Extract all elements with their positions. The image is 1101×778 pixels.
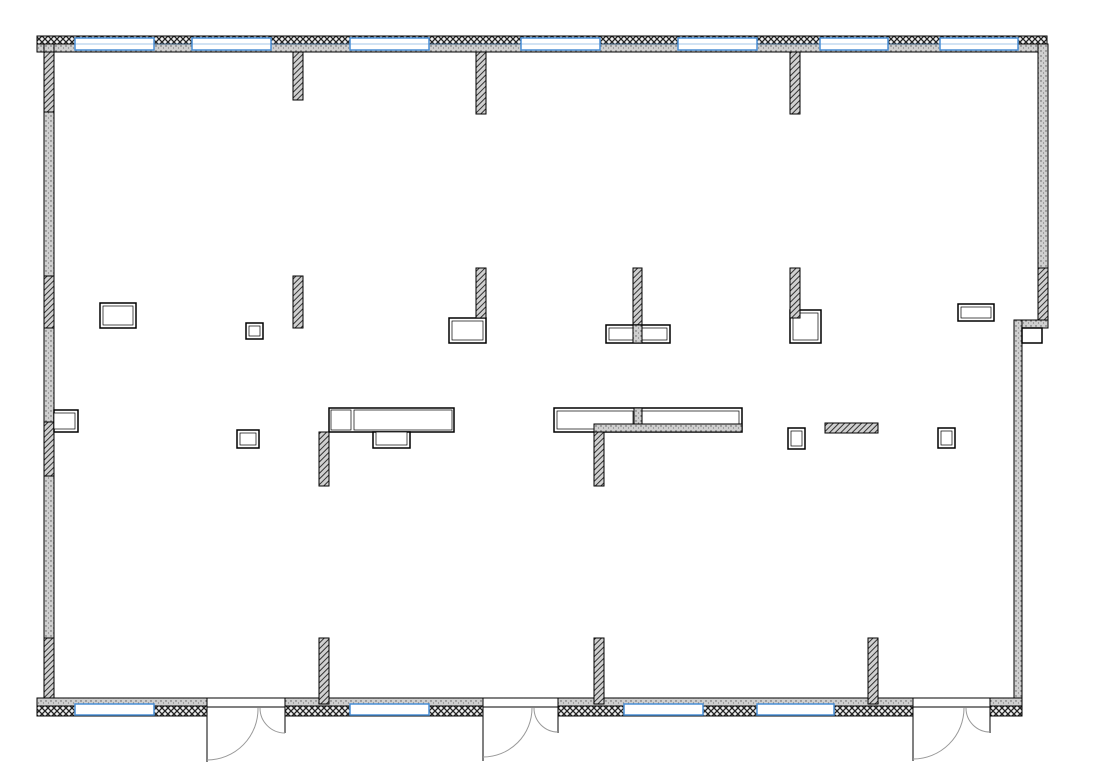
entrance-door-3[interactable] (912, 706, 991, 761)
window (74, 703, 155, 716)
shafts (53, 267, 995, 450)
left-exterior-wall (43, 43, 55, 701)
column (318, 637, 330, 705)
column (292, 51, 304, 101)
bottom-windows (74, 703, 835, 716)
right-exterior-wall (1013, 43, 1049, 717)
column (593, 637, 605, 705)
top-windows (74, 37, 1019, 51)
column (789, 51, 801, 115)
columns (292, 51, 879, 705)
window (349, 703, 430, 716)
window (623, 703, 704, 716)
column (824, 422, 879, 434)
column (292, 275, 304, 329)
column (593, 431, 605, 487)
entrance-door-1[interactable] (206, 706, 286, 762)
column (475, 267, 487, 319)
column (318, 431, 330, 487)
column (867, 637, 879, 705)
column (475, 51, 487, 115)
window (756, 703, 835, 716)
column (632, 267, 643, 327)
entrance-door-2[interactable] (482, 706, 559, 761)
